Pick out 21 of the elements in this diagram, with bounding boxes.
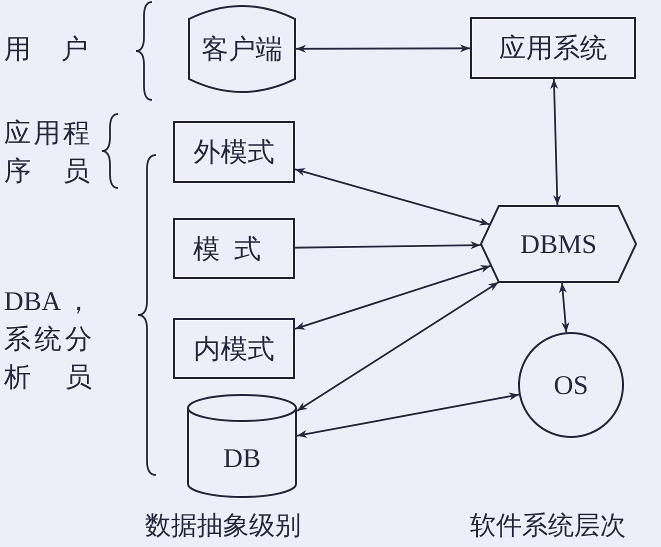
arrow bbox=[294, 168, 490, 226]
arrow bbox=[296, 282, 499, 412]
caption-text: 软件系统层次 bbox=[470, 510, 626, 542]
arrow bbox=[550, 78, 562, 206]
system-box: 应用系统 bbox=[470, 17, 636, 79]
arrow bbox=[558, 282, 570, 332]
schema-box: 模式 bbox=[173, 218, 295, 279]
dbms-hexagon: DBMS bbox=[480, 205, 637, 283]
arrow bbox=[294, 241, 481, 250]
role-label: 应用程序员 bbox=[4, 117, 90, 188]
client-shape: 客户端 bbox=[188, 5, 296, 93]
role-label: DBA，系统分析员 bbox=[4, 285, 92, 394]
arrow bbox=[294, 265, 491, 330]
schema-box: 外模式 bbox=[173, 121, 295, 183]
role-label: 用户 bbox=[4, 33, 88, 66]
database-cylinder: DB bbox=[187, 394, 297, 498]
caption-text: 数据抽象级别 bbox=[145, 510, 301, 542]
os-circle: OS bbox=[518, 332, 624, 438]
arrow bbox=[296, 392, 520, 438]
schema-box: 内模式 bbox=[173, 318, 295, 379]
arrow bbox=[296, 44, 470, 53]
